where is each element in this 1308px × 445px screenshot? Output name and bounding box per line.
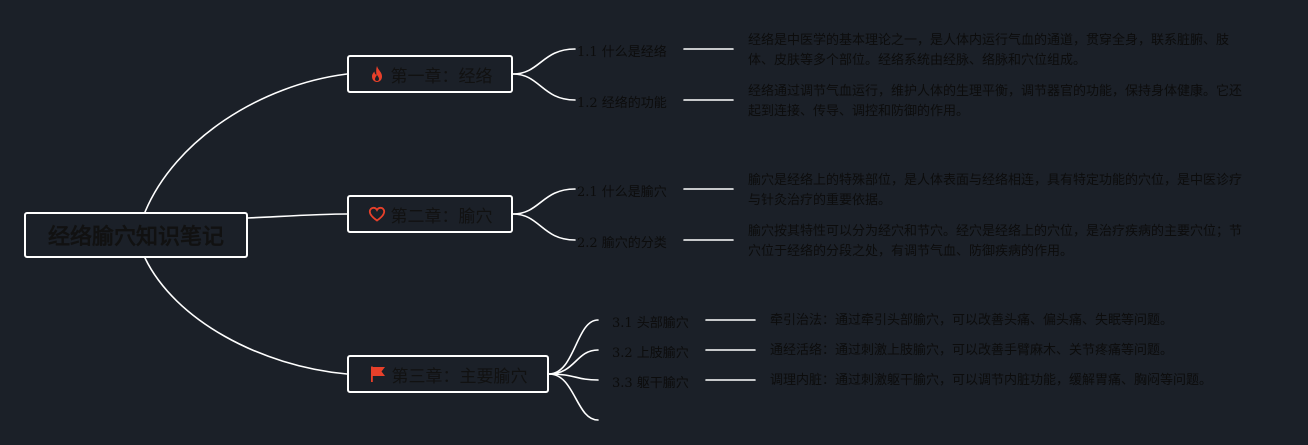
root-node[interactable]: 经络腧穴知识笔记 — [24, 212, 248, 258]
branch-ch3-sec2 — [548, 349, 599, 375]
heart-icon — [368, 205, 386, 223]
root-title: 经络腧穴知识笔记 — [47, 225, 224, 250]
branch-ch1-sec2 — [512, 73, 576, 101]
section-2-1-label[interactable]: 2.1 什么是腧穴 — [577, 185, 667, 200]
chapter-3-title: 第三章：主要腧穴 — [391, 366, 528, 387]
section-3-2-label[interactable]: 3.2 上肢腧穴 — [612, 346, 689, 361]
branch-ch2-sec1 — [512, 188, 576, 215]
section-1-2-label[interactable]: 1.2 经络的功能 — [577, 96, 667, 111]
section-1-1-label[interactable]: 1.1 什么是经络 — [577, 45, 667, 60]
chapter-3-node[interactable]: 第三章：主要腧穴 — [347, 355, 549, 393]
branch-ch2-sec2 — [512, 213, 576, 241]
chapter-2-title: 第二章：腧穴 — [390, 206, 493, 227]
chapter-1-title: 第一章：经络 — [390, 66, 493, 87]
branch-ch3-sec1 — [548, 319, 599, 375]
branch-root-chapter-1 — [144, 73, 348, 213]
branch-ch1-sec1 — [512, 48, 576, 75]
section-2-1-description: 腧穴是经络上的特殊部位，是人体表面与经络相连，具有特定功能的穴位，是中医诊疗与针… — [748, 173, 1243, 208]
section-3-1-description: 牵引治法：通过牵引头部腧穴，可以改善头痛、偏头痛、失眠等问题。 — [770, 313, 1174, 328]
section-3-3-description: 调理内脏：通过刺激躯干腧穴，可以调节内脏功能，缓解胃痛、胸闷等问题。 — [770, 373, 1213, 388]
chapter-1-node[interactable]: 第一章：经络 — [347, 55, 513, 93]
branch-ch3-empty — [548, 373, 599, 421]
section-2-2-label[interactable]: 2.2 腧穴的分类 — [577, 236, 667, 251]
section-1-2-description: 经络通过调节气血运行，维护人体的生理平衡，调节器官的功能，保持身体健康。它还起到… — [748, 84, 1243, 119]
fire-icon — [368, 65, 386, 83]
section-3-1-label[interactable]: 3.1 头部腧穴 — [612, 316, 689, 331]
section-2-2-description: 腧穴按其特性可以分为经穴和节穴。经穴是经络上的穴位，是治疗疾病的主要穴位；节穴位… — [748, 224, 1243, 259]
section-3-2-description: 通经活络：通过刺激上肢腧穴，可以改善手臂麻木、关节疼痛等问题。 — [770, 343, 1174, 358]
flag-icon — [369, 365, 387, 383]
chapter-2-node[interactable]: 第二章：腧穴 — [347, 195, 513, 233]
branch-root-chapter-2 — [247, 213, 348, 219]
section-3-3-label[interactable]: 3.3 躯干腧穴 — [612, 376, 689, 391]
section-1-1-description: 经络是中医学的基本理论之一，是人体内运行气血的通道，贯穿全身，联系脏腑、肢体、皮… — [748, 33, 1230, 68]
branch-root-chapter-3 — [144, 257, 348, 375]
